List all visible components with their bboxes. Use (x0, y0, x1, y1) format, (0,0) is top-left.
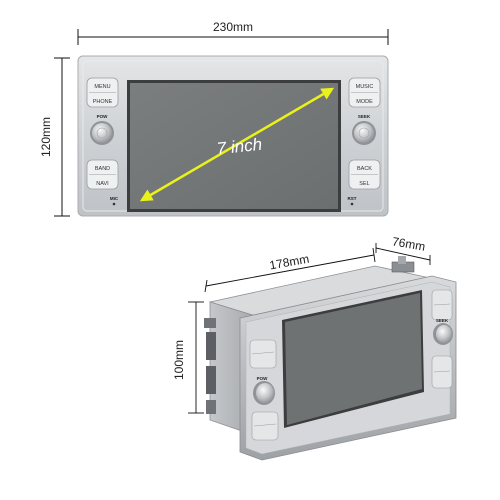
navi-button-label: NAVI (96, 181, 109, 187)
perspective-left-knob[interactable] (253, 381, 275, 405)
mic-label: MIC (110, 196, 119, 201)
right-button-bottom[interactable]: BACK SEL (348, 159, 381, 190)
mode-button-label: MODE (356, 99, 373, 105)
menu-button-label: MENU (94, 84, 110, 90)
screen-size-label: 7 inch (216, 135, 263, 159)
front-height-dimension: 120mm (39, 57, 70, 217)
left-button-top[interactable]: MENU PHONE (86, 77, 119, 108)
left-button-bottom[interactable]: BAND NAVI (86, 159, 119, 190)
sel-button-label: SEL (359, 181, 369, 187)
pow-knob-label: POW (97, 114, 109, 119)
front-right-knob[interactable] (352, 121, 376, 145)
music-button-label: MUSIC (356, 84, 374, 90)
mic-hole (112, 202, 116, 206)
side-length-label: 178mm (268, 252, 310, 273)
back-button-label: BACK (357, 166, 372, 172)
perspective-front-panel: POW SEEK (239, 275, 457, 461)
side-height-label: 100mm (172, 340, 186, 380)
side-length-dimension: 178mm (204, 247, 376, 293)
perspective-view: 178mm 76mm 100mm (172, 234, 457, 461)
front-width-dimension: 230mm (77, 20, 389, 45)
front-width-label: 230mm (213, 20, 253, 34)
phone-button-label: PHONE (93, 99, 113, 105)
perspective-left-button-bottom[interactable] (251, 411, 279, 441)
perspective-right-button-bottom[interactable] (431, 355, 453, 389)
perspective-seek-label: SEEK (436, 318, 449, 323)
perspective-right-knob[interactable] (433, 323, 453, 345)
band-button-label: BAND (95, 166, 110, 172)
front-view: 230mm 120mm 7 inch MENU PHONE BAND (39, 20, 389, 217)
perspective-right-button-top[interactable] (431, 289, 453, 321)
seek-knob-label: SEEK (358, 114, 371, 119)
reset-label: RST (348, 196, 357, 201)
side-depth-dimension: 76mm (375, 234, 431, 265)
screen-diagonal-arrow (139, 87, 335, 202)
front-left-knob[interactable] (90, 121, 114, 145)
perspective-left-button-top[interactable] (249, 339, 277, 369)
right-button-top[interactable]: MUSIC MODE (348, 77, 381, 108)
front-height-label: 120mm (39, 117, 53, 157)
side-height-dimension: 100mm (172, 301, 204, 414)
side-depth-label: 76mm (391, 234, 426, 254)
perspective-pow-label: POW (257, 376, 269, 381)
reset-hole[interactable] (350, 202, 354, 206)
